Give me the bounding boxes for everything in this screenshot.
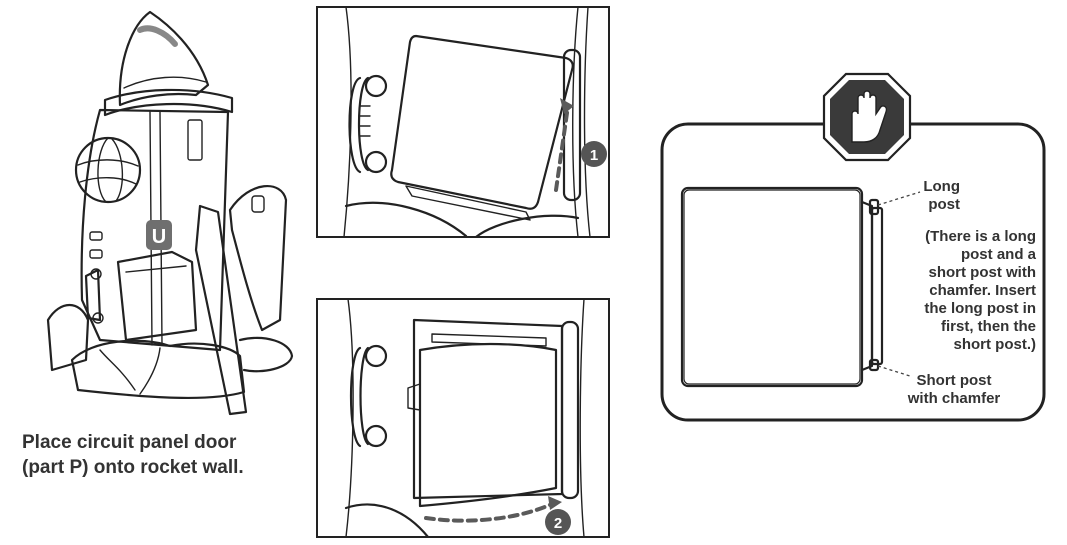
rocket-front-fin: [194, 204, 248, 416]
panel-door-step-2: [418, 342, 558, 508]
note-line-2: post and a: [960, 246, 1036, 263]
caption-line-2: (part P) onto rocket wall.: [22, 457, 244, 478]
step-2-badge: [545, 509, 571, 535]
short-post-line-2: with chamfer: [907, 390, 1001, 407]
step-2-panel: 2: [316, 298, 610, 538]
callout-box: [660, 70, 1048, 432]
part-u-label: U: [152, 226, 166, 248]
step-1-badge: [581, 141, 607, 167]
step-1-panel: 1: [316, 6, 610, 238]
long-post-label: Long post: [900, 178, 960, 214]
post-note: (There is a long post and a short post w…: [880, 228, 1036, 354]
porthole-globe: [74, 136, 142, 204]
stop-hand-icon: [822, 72, 912, 162]
long-post-line-2: post: [928, 196, 960, 213]
note-line-4: chamfer. Insert: [929, 282, 1036, 299]
panel-door-step-1: [390, 34, 574, 210]
short-post-label: Short post with chamfer: [900, 372, 1008, 408]
rocket-nose-cone: [118, 10, 210, 107]
note-line-5: the long post in: [924, 300, 1036, 317]
rocket-illustration: U: [0, 0, 310, 430]
step-1-number: 1: [590, 147, 598, 164]
rocket-base: [70, 339, 246, 399]
long-post-line-1: Long: [923, 178, 960, 195]
instruction-caption: Place circuit panel door (part P) onto r…: [22, 430, 312, 480]
note-line-7: short post.): [953, 336, 1037, 353]
note-line-3: short post with: [928, 264, 1037, 281]
note-line-6: first, then the: [940, 318, 1036, 335]
long-post: [868, 198, 880, 216]
rocket-body: [80, 108, 230, 352]
short-post-line-1: Short post: [916, 372, 992, 389]
step-2-number: 2: [554, 515, 562, 532]
part-u-badge: [146, 220, 172, 250]
circuit-panel-door: [116, 250, 198, 342]
note-line-1: (There is a long: [925, 228, 1036, 245]
short-post-chamfer: [868, 358, 880, 372]
caption-line-1: Place circuit panel door: [22, 432, 237, 453]
